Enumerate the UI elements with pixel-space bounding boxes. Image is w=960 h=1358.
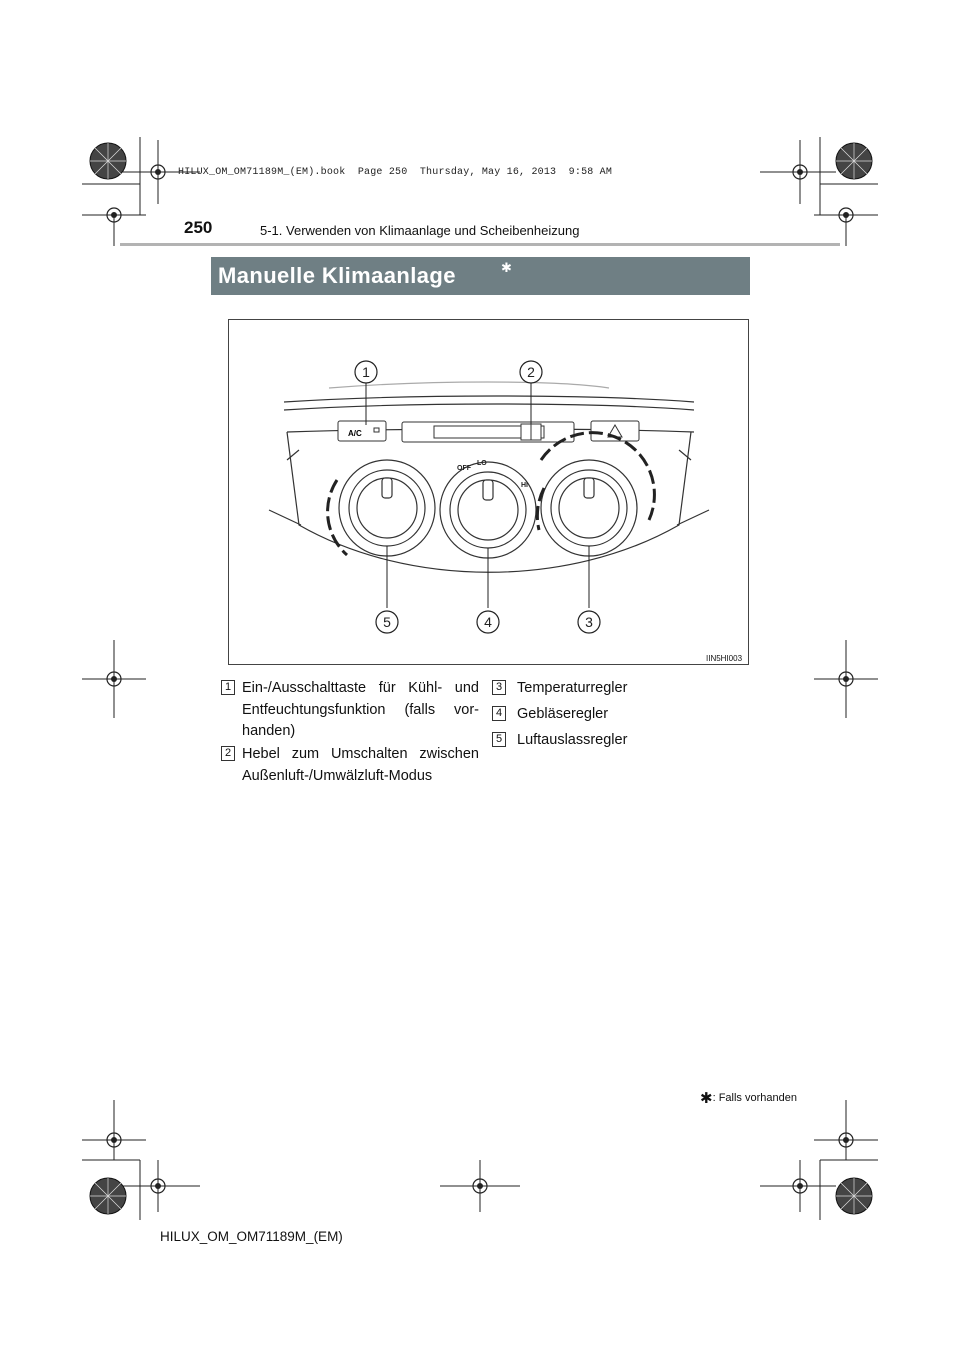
callout-4: 4 (484, 614, 492, 630)
legend-text-1: Ein-/Ausschalttaste für Kühl- und Entfeu… (242, 680, 479, 739)
callout-1: 1 (362, 364, 370, 380)
footnote-marker: ✱ (700, 1090, 713, 1107)
title-marker: ✱ (501, 260, 512, 275)
legend-item-2: 2 Hebel zum Umschalten zwischen Außenluf… (221, 744, 479, 790)
legend-text-4: Gebläseregler (517, 706, 609, 722)
callout-2: 2 (527, 364, 535, 380)
legend-item-1: 1 Ein-/Ausschalttaste für Kühl- und Entf… (221, 678, 479, 748)
legend-text-5: Luftauslassregler (517, 732, 628, 748)
callout-3: 3 (585, 614, 593, 630)
dial-label-hi: HI (521, 482, 528, 489)
legend-number-4: 4 (492, 706, 506, 721)
ac-button-label: A/C (348, 429, 362, 438)
figure-code: IIN5HI003 (706, 654, 743, 663)
page-title: Manuelle Klimaanlage (218, 263, 456, 288)
page-number: 250 (184, 218, 213, 237)
header-rule (120, 243, 840, 246)
footnote: ✱: Falls vorhanden (700, 1089, 797, 1107)
legend-item-4: 4 Gebläseregler (492, 704, 732, 726)
legend-number-2: 2 (221, 746, 235, 761)
legend-item-3: 3 Temperaturregler (492, 678, 732, 700)
callout-5: 5 (383, 614, 391, 630)
legend-text-2: Hebel zum Umschalten zwischen Außenluft-… (242, 746, 479, 784)
legend-item-5: 5 Luftauslassregler (492, 730, 732, 752)
climate-control-panel-illustration: A/C OFF LO HI (268, 360, 710, 634)
dial-label-off: OFF (457, 465, 472, 472)
footnote-text: : Falls vorhanden (712, 1092, 797, 1104)
title-band: Manuelle Klimaanlage ✱ (211, 257, 750, 295)
dial-label-lo: LO (477, 460, 487, 467)
legend-text-3: Temperaturregler (517, 680, 628, 696)
footer-code: HILUX_OM_OM71189M_(EM) (160, 1229, 343, 1244)
legend-number-3: 3 (492, 680, 506, 695)
book-info-line: HILUX_OM_OM71189M_(EM).book Page 250 Thu… (178, 167, 613, 178)
section-header: 5-1. Verwenden von Klimaanlage und Schei… (260, 223, 580, 238)
figure-frame: A/C OFF LO HI (228, 319, 749, 665)
legend-number-1: 1 (221, 680, 235, 695)
legend-number-5: 5 (492, 732, 506, 747)
